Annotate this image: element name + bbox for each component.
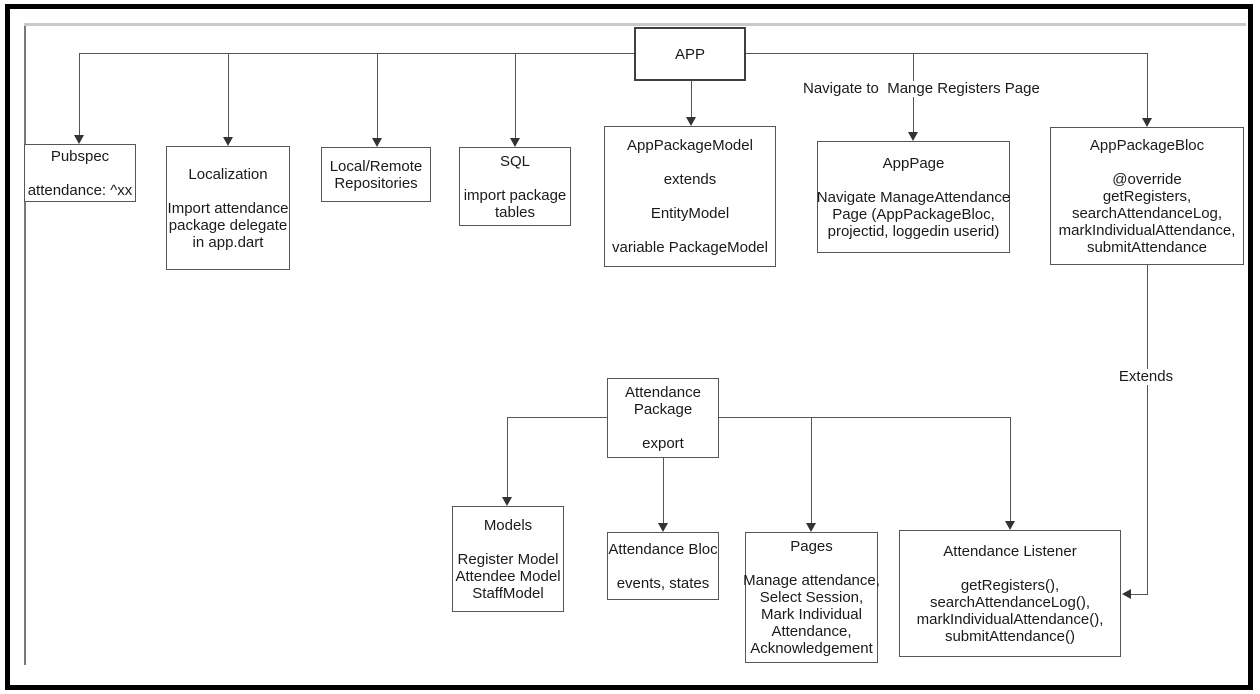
connector-app-to-repositories bbox=[377, 53, 378, 138]
connector-trunk-right bbox=[746, 53, 1148, 54]
arrowhead-down-icon bbox=[223, 137, 233, 146]
arrowhead-down-icon bbox=[372, 138, 382, 147]
arrowhead-down-icon bbox=[686, 117, 696, 126]
arrowhead-down-icon bbox=[908, 132, 918, 141]
node-app: APP bbox=[634, 27, 746, 81]
node-pubspec: Pubspec attendance: ^xx bbox=[24, 144, 136, 202]
connector-package-left-branch bbox=[507, 417, 607, 418]
arrowhead-down-icon bbox=[74, 135, 84, 144]
arrowhead-left-icon bbox=[1122, 589, 1131, 599]
outer-border bbox=[5, 4, 1253, 690]
connector-package-right-branch bbox=[719, 417, 1010, 418]
node-pages: Pages Manage attendance,Select Session,M… bbox=[743, 532, 880, 663]
connector-package-to-pages bbox=[811, 417, 812, 523]
arrowhead-down-icon bbox=[502, 497, 512, 506]
edge-label-navigate: Navigate to Mange Registers Page bbox=[803, 80, 1040, 97]
top-gray-rule bbox=[24, 23, 1246, 26]
arrowhead-down-icon bbox=[1142, 118, 1152, 127]
connector-app-to-sql bbox=[515, 53, 516, 138]
arrowhead-down-icon bbox=[510, 138, 520, 147]
connector-extends-vertical bbox=[1147, 265, 1148, 595]
connector-extends-horizontal bbox=[1131, 594, 1148, 595]
connector-package-to-listener bbox=[1010, 417, 1011, 521]
connector-trunk-left bbox=[79, 53, 635, 54]
edge-label-extends: Extends bbox=[1114, 369, 1178, 385]
connector-app-to-pubspec bbox=[79, 53, 80, 135]
node-app-package-model: AppPackageModel extends EntityModel vari… bbox=[604, 126, 776, 267]
left-gray-rule bbox=[24, 26, 26, 665]
connector-app-to-apppackagemodel bbox=[691, 81, 692, 117]
connector-package-to-attendancebloc bbox=[663, 458, 664, 523]
arrowhead-down-icon bbox=[658, 523, 668, 532]
node-attendance-listener: Attendance Listener getRegisters(),searc… bbox=[899, 530, 1121, 657]
connector-app-to-apppackagebloc bbox=[1147, 53, 1148, 118]
connector-package-to-models bbox=[507, 417, 508, 497]
arrowhead-down-icon bbox=[806, 523, 816, 532]
connector-app-to-localization bbox=[228, 53, 229, 137]
arrowhead-down-icon bbox=[1005, 521, 1015, 530]
node-attendance-bloc: Attendance Bloc events, states bbox=[607, 532, 719, 600]
